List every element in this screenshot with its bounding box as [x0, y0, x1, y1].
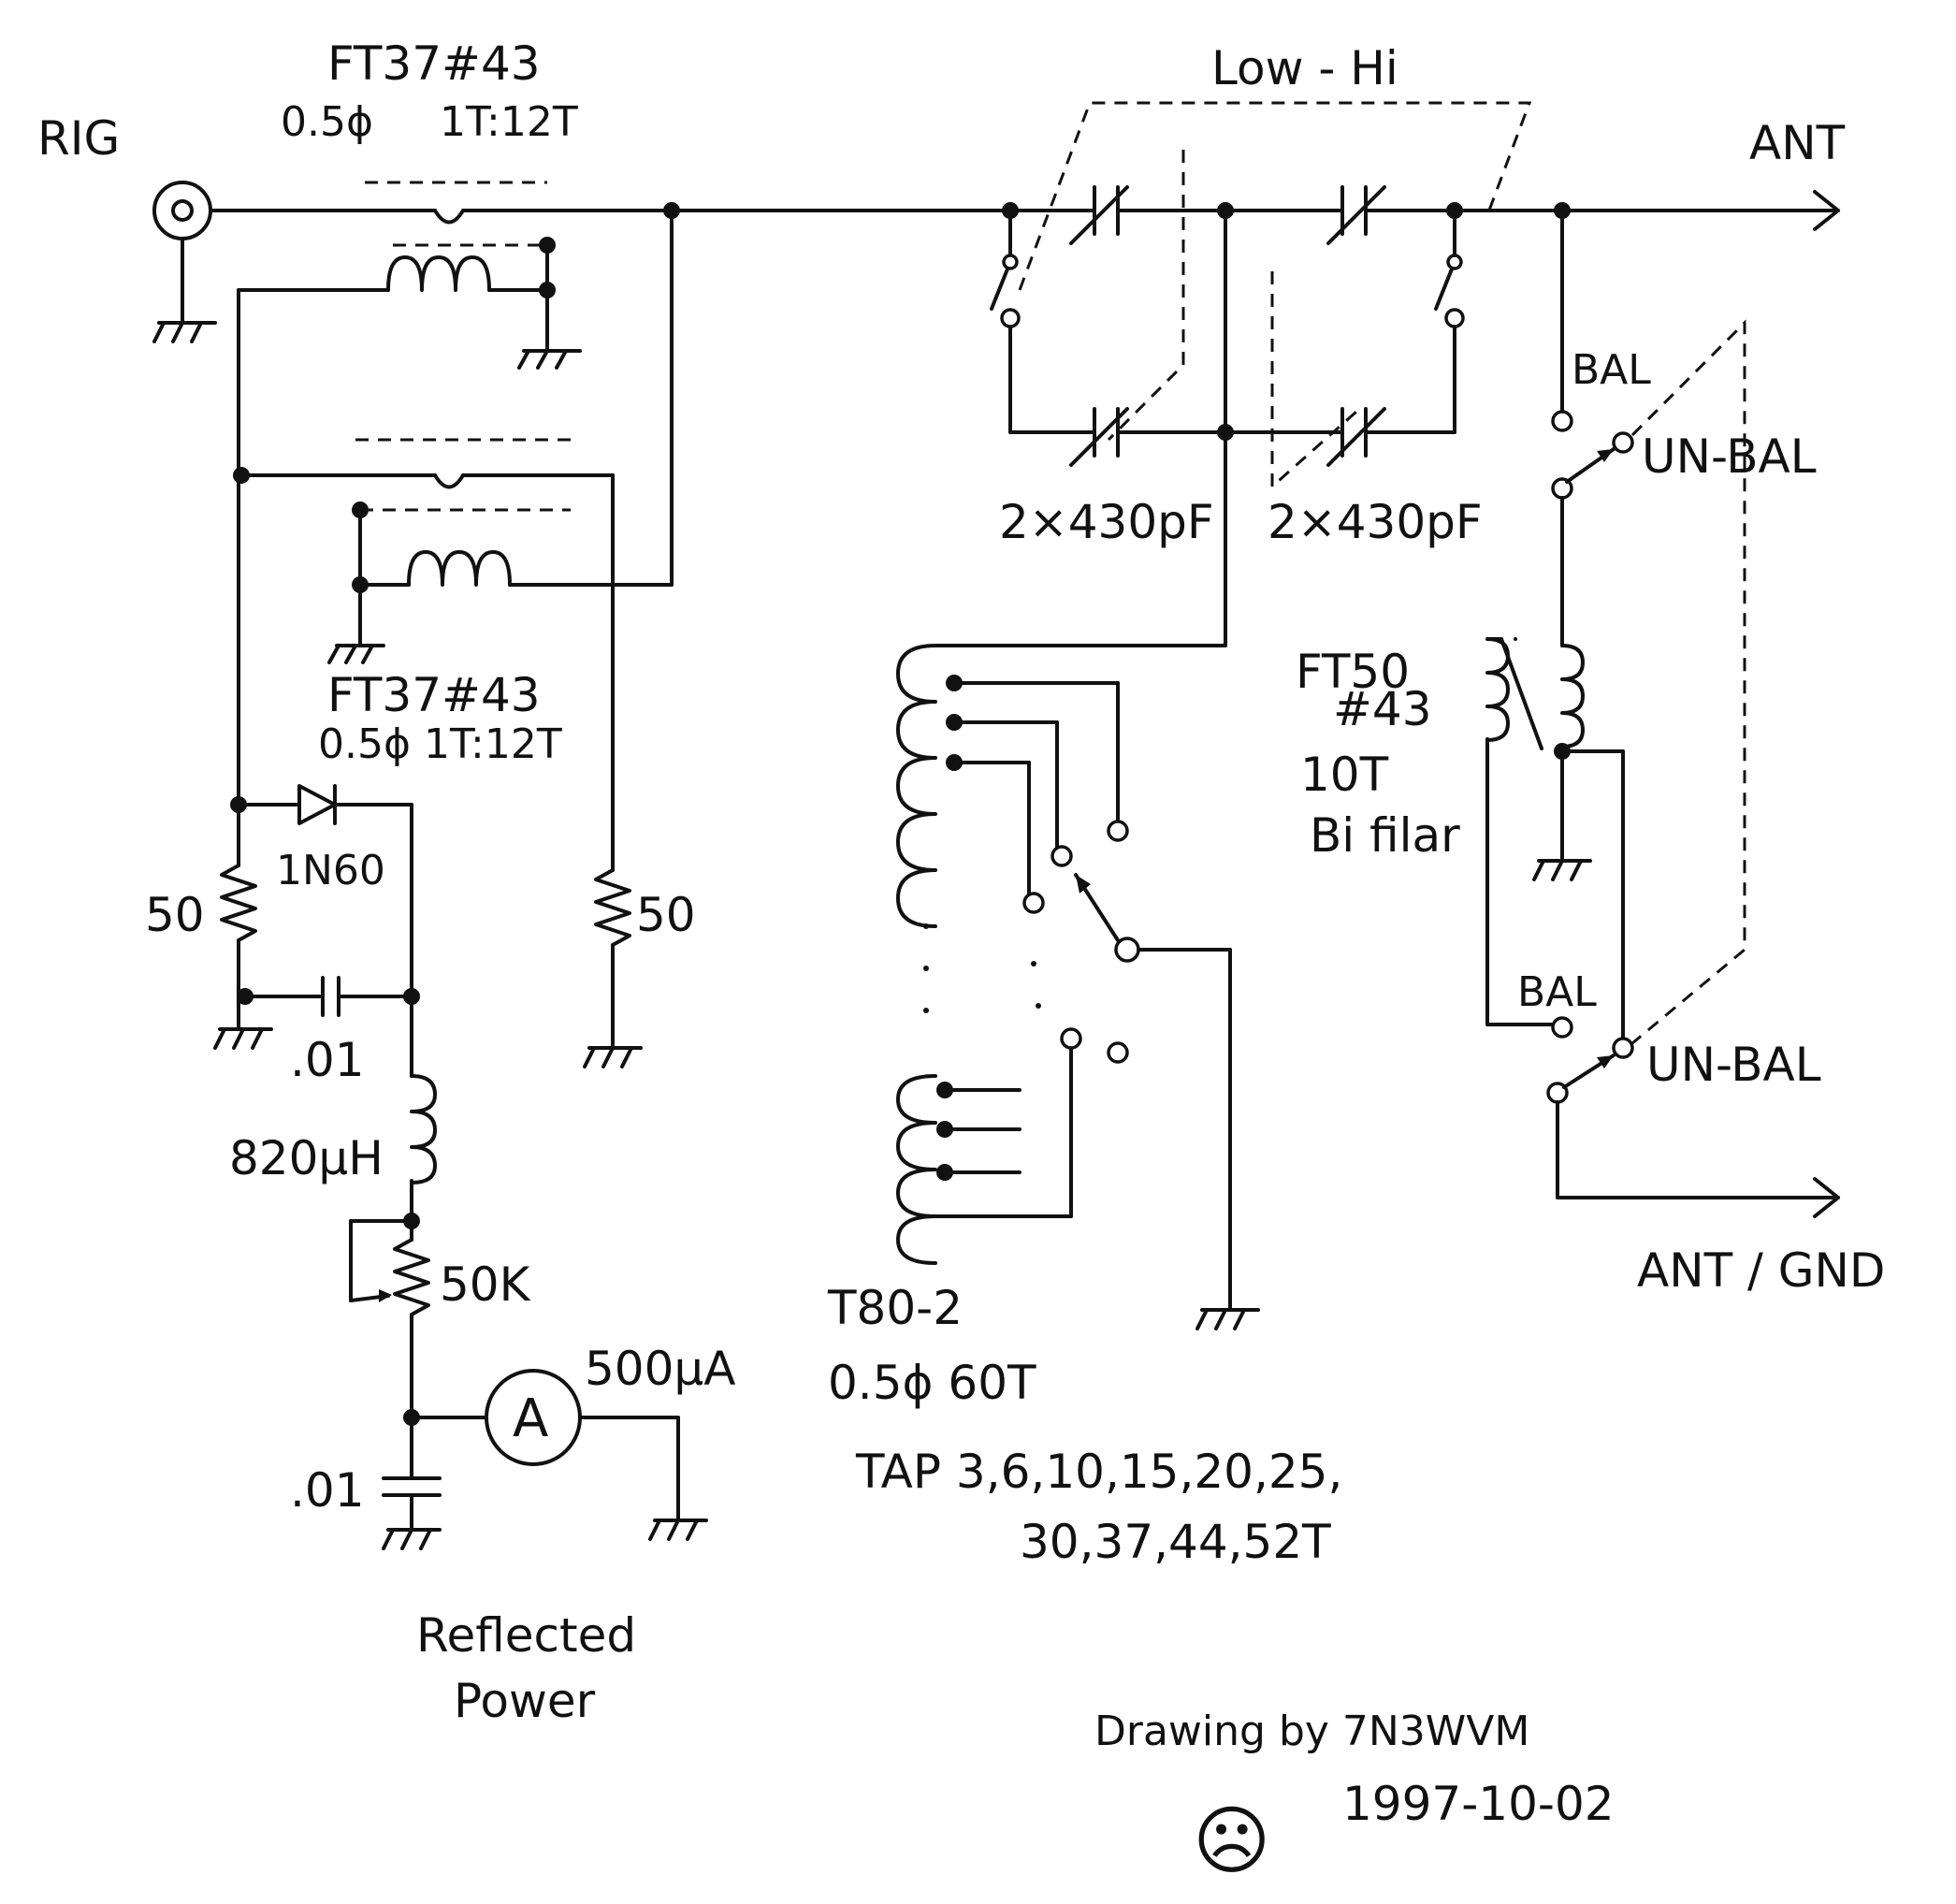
ground-icon [583, 1046, 643, 1068]
label-cap-small-bottom: .01 [290, 1463, 365, 1518]
label-date: 1997-10-02 [1342, 1777, 1615, 1831]
label-reflected-2: Power [454, 1674, 596, 1728]
label-cap-left: 2×430pF [999, 495, 1214, 549]
label-bal-top: BAL [1572, 346, 1651, 394]
label-ft50-a: FT50 [1296, 645, 1410, 699]
label-meter-range: 500μA [585, 1342, 735, 1396]
label-ant-gnd: ANT / GND [1637, 1243, 1885, 1298]
balun-section [1485, 209, 1840, 1218]
label-t80-spec: 0.5ϕ 60T [828, 1356, 1036, 1410]
label-ft50-turns: 10T [1300, 748, 1389, 802]
label-diode: 1N60 [276, 847, 385, 894]
label-ft50-wind: Bi filar [1310, 808, 1460, 863]
label-pot: 50K [440, 1257, 531, 1312]
label-t80-name: T80-2 [827, 1281, 963, 1335]
ground-icon [648, 1519, 708, 1541]
label-ft37-top-spec-b: 1T:12T [440, 98, 578, 146]
label-unbal-top: UN-BAL [1642, 429, 1817, 484]
label-reflected-1: Reflected [416, 1608, 636, 1663]
svg-text:A: A [513, 1388, 548, 1449]
label-bal-bottom: BAL [1517, 968, 1597, 1016]
label-ft37-mid-name: FT37#43 [327, 668, 541, 722]
diode-icon [297, 784, 337, 825]
ground-icon [517, 349, 582, 370]
ft37-top-transformer [237, 181, 582, 807]
ground-icon [1195, 1308, 1260, 1330]
ground-icon [213, 1027, 273, 1050]
label-cap-small-top: .01 [290, 1033, 365, 1087]
label-ant: ANT [1749, 116, 1846, 170]
resistor-right [583, 868, 643, 1068]
label-rig: RIG [37, 111, 120, 166]
main-line [209, 190, 1840, 231]
ground-icon [327, 644, 385, 664]
variable-capacitors [990, 101, 1532, 647]
label-res-right: 50 [636, 888, 696, 942]
label-cap-right: 2×430pF [1268, 495, 1483, 549]
label-taps-line2: 30,37,44,52T [1020, 1515, 1331, 1569]
detector-circuit: A [213, 784, 708, 1550]
label-ft37-mid-spec: 0.5ϕ 1T:12T [318, 720, 562, 768]
ammeter-icon: A [485, 1369, 582, 1466]
label-res-left: 50 [145, 888, 205, 942]
sad-face-icon: ☹ [1193, 1797, 1270, 1884]
label-unbal-bottom: UN-BAL [1646, 1038, 1821, 1092]
ground-icon [382, 1528, 442, 1550]
label-ft37-top-spec-a: 0.5ϕ [281, 98, 373, 146]
label-credit: Drawing by 7N3WVM [1094, 1708, 1529, 1755]
label-ft37-top-name: FT37#43 [327, 36, 541, 91]
ground-icon [1532, 859, 1592, 881]
tap-rotary-switch [1022, 820, 1260, 1330]
label-ft50-b: #43 [1333, 682, 1432, 736]
label-low-hi: Low - Hi [1211, 41, 1398, 95]
t80-tapped-inductor [896, 644, 1227, 1265]
label-taps-line1: TAP 3,6,10,15,20,25, [855, 1445, 1342, 1499]
ground-icon [152, 321, 217, 343]
label-choke: 820μH [229, 1131, 384, 1185]
ft37-mid-transformer [233, 209, 674, 872]
rig-connector [152, 181, 217, 343]
